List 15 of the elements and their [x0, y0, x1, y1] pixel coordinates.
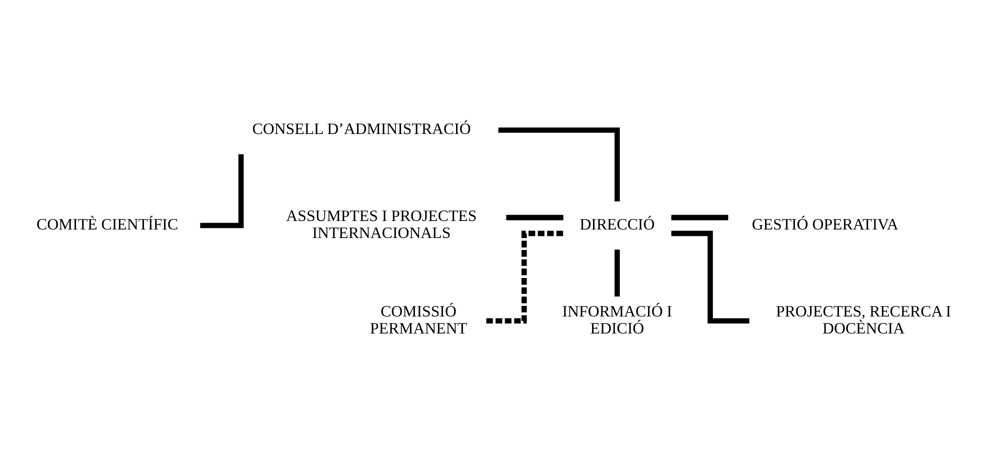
connector: [200, 154, 244, 228]
node-text: COMITÈ CIENTÍFIC: [36, 216, 178, 234]
node-text: INFORMACIÓ I EDICIÓ: [562, 302, 672, 338]
connector: [670, 230, 749, 323]
connector: [614, 249, 620, 296]
connector: [670, 214, 728, 220]
connector: [498, 126, 620, 201]
connector: [484, 230, 563, 323]
node-text: DIRECCIÓ: [579, 216, 654, 234]
connector: [506, 214, 563, 220]
node-text: GESTIÓ OPERATIVA: [751, 216, 898, 234]
node-text: COMISSIÓ PERMANENT: [370, 302, 467, 338]
node-text: PROJECTES, RECERCA I DOCÈNCIA: [775, 302, 951, 338]
node-text: CONSELL D’ADMINISTRACIÓ: [252, 120, 470, 138]
node-text: ASSUMPTES I PROJECTES INTERNACIONALS: [286, 207, 476, 242]
